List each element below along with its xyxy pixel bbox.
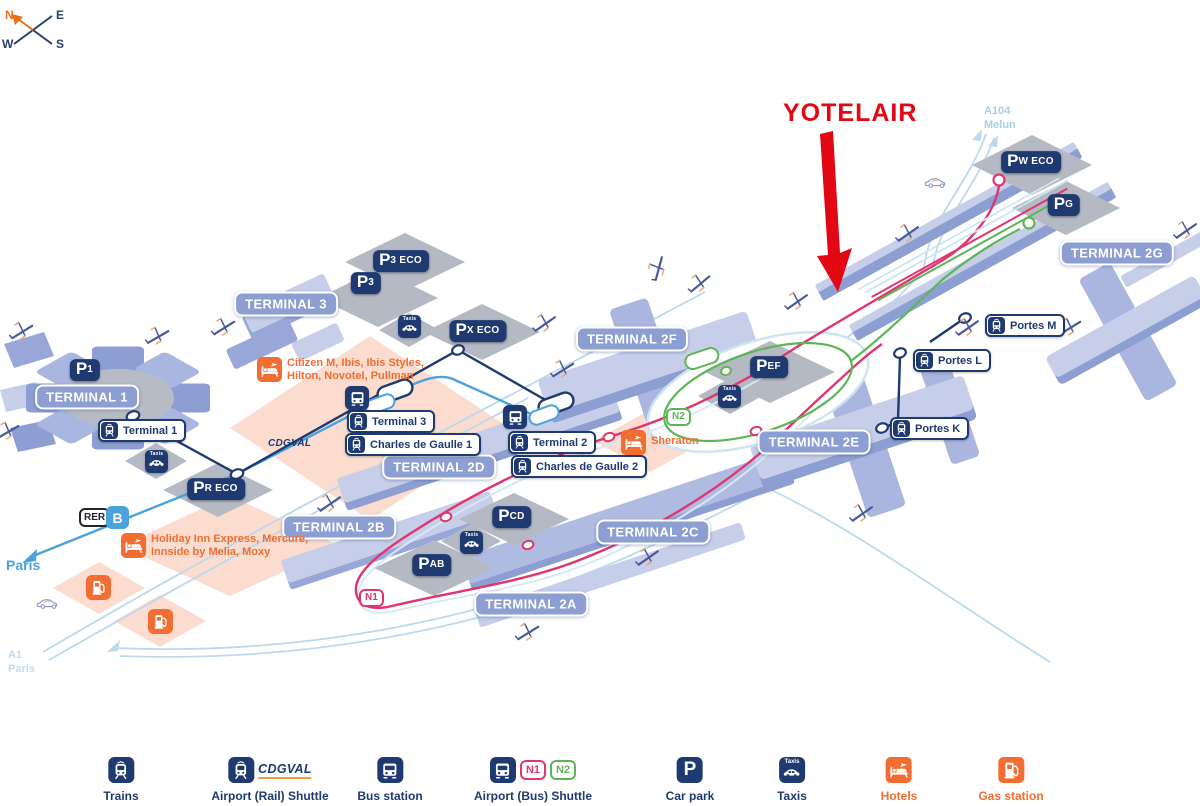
train-icon: [916, 352, 933, 369]
terminal-2d-label: TERMINAL 2D: [382, 454, 496, 480]
compass-north: N: [5, 8, 14, 22]
station-terminal-1: Terminal 1: [98, 419, 187, 442]
hotel-group-south: Holiday Inn Express, Mercure, Innside by…: [121, 533, 308, 559]
n2-route-badge: N2: [666, 408, 691, 426]
train-icon: [514, 458, 531, 475]
yotelair-arrow: [817, 131, 852, 292]
terminal-2g-building: [1046, 213, 1200, 401]
train-icon: [101, 422, 118, 439]
terminal-3-building: [226, 274, 344, 369]
legend-trains: Trains: [103, 756, 139, 803]
train-icon: [988, 317, 1005, 334]
hotel-icon: [621, 430, 646, 455]
taxi-rank-icon: Taxis: [718, 385, 741, 408]
car-park-icon: P: [676, 757, 703, 783]
compass-south: S: [56, 37, 65, 51]
taxi-icon: Taxis: [778, 757, 805, 783]
bus-station-icon: [345, 386, 369, 410]
taxi-rank-icon: Taxis: [460, 531, 483, 554]
legend-bus-shuttle: N1 N2 Airport (Bus) Shuttle: [474, 756, 592, 803]
terminal-2a-label: TERMINAL 2A: [474, 591, 588, 617]
terminal-2f-label: TERMINAL 2F: [575, 326, 689, 352]
train-icon: [511, 434, 528, 451]
legend-hotels: Hotels: [881, 756, 917, 803]
station-portes-m: Portes M: [985, 314, 1066, 337]
rer-line-b-badge: B: [106, 506, 129, 529]
station-terminal-2: Terminal 2: [508, 431, 597, 454]
terminal-1-label: TERMINAL 1: [35, 384, 139, 410]
n1-route-badge: N1: [359, 589, 384, 607]
legend-taxis: Taxis Taxis: [777, 757, 807, 803]
train-icon: [107, 757, 134, 783]
terminal-2c-label: TERMINAL 2C: [596, 519, 710, 545]
road-label-a1: A1 Paris: [8, 649, 35, 676]
compass-rose: [12, 14, 53, 45]
hotel-group-terminal-3: Citizen M, Ibis, Ibis Styles, Hilton, No…: [257, 357, 424, 383]
gas-station-icon: [148, 609, 173, 634]
compass-east: E: [56, 8, 65, 22]
cdgval-line-label: CDGVAL: [268, 438, 312, 449]
cdgval-logo: CDGVAL: [258, 762, 312, 779]
station-charles-de-gaulle-2: Charles de Gaulle 2: [511, 455, 648, 478]
legend-car-park: P Car park: [665, 757, 715, 803]
hotel-icon: [257, 357, 282, 382]
bus-icon: [489, 757, 516, 783]
road-label-paris: Paris: [6, 557, 41, 573]
terminal-2e-label: TERMINAL 2E: [757, 429, 871, 455]
hotel-group-sheraton: Sheraton: [621, 430, 699, 455]
station-terminal-3: Terminal 3: [347, 410, 436, 433]
station-portes-k: Portes K: [890, 417, 970, 440]
compass-west: W: [2, 37, 14, 51]
yotelair-annotation: YOTELAIR: [783, 99, 918, 127]
hotel-icon: [886, 757, 912, 783]
n1-badge: N1: [519, 759, 546, 781]
train-icon: [228, 757, 255, 783]
terminal-2b-label: TERMINAL 2B: [282, 514, 396, 540]
gas-station-icon: [86, 575, 111, 600]
legend-bus-station: Bus station: [357, 756, 423, 803]
bus-icon: [377, 757, 403, 783]
legend-gas-station: Gas station: [978, 756, 1044, 803]
hotel-icon: [121, 533, 146, 558]
road-label-a104: A104 Melun: [984, 105, 1016, 132]
platform-route-lines: [858, 177, 1069, 301]
taxi-rank-icon: Taxis: [398, 315, 421, 338]
legend-rail-shuttle: CDGVAL Airport (Rail) Shuttle: [211, 756, 329, 803]
terminal-3-label: TERMINAL 3: [234, 291, 338, 317]
n2-badge: N2: [550, 759, 577, 781]
train-icon: [348, 436, 365, 453]
bus-station-icon: [503, 405, 527, 429]
terminal-2g-label: TERMINAL 2G: [1059, 240, 1175, 266]
train-icon: [350, 413, 367, 430]
terminal-2-loop-road: [356, 375, 827, 614]
station-portes-l: Portes L: [913, 349, 992, 372]
taxi-rank-icon: Taxis: [145, 450, 168, 473]
station-charles-de-gaulle-1: Charles de Gaulle 1: [345, 433, 482, 456]
gas-icon: [997, 757, 1024, 783]
train-icon: [893, 420, 910, 437]
